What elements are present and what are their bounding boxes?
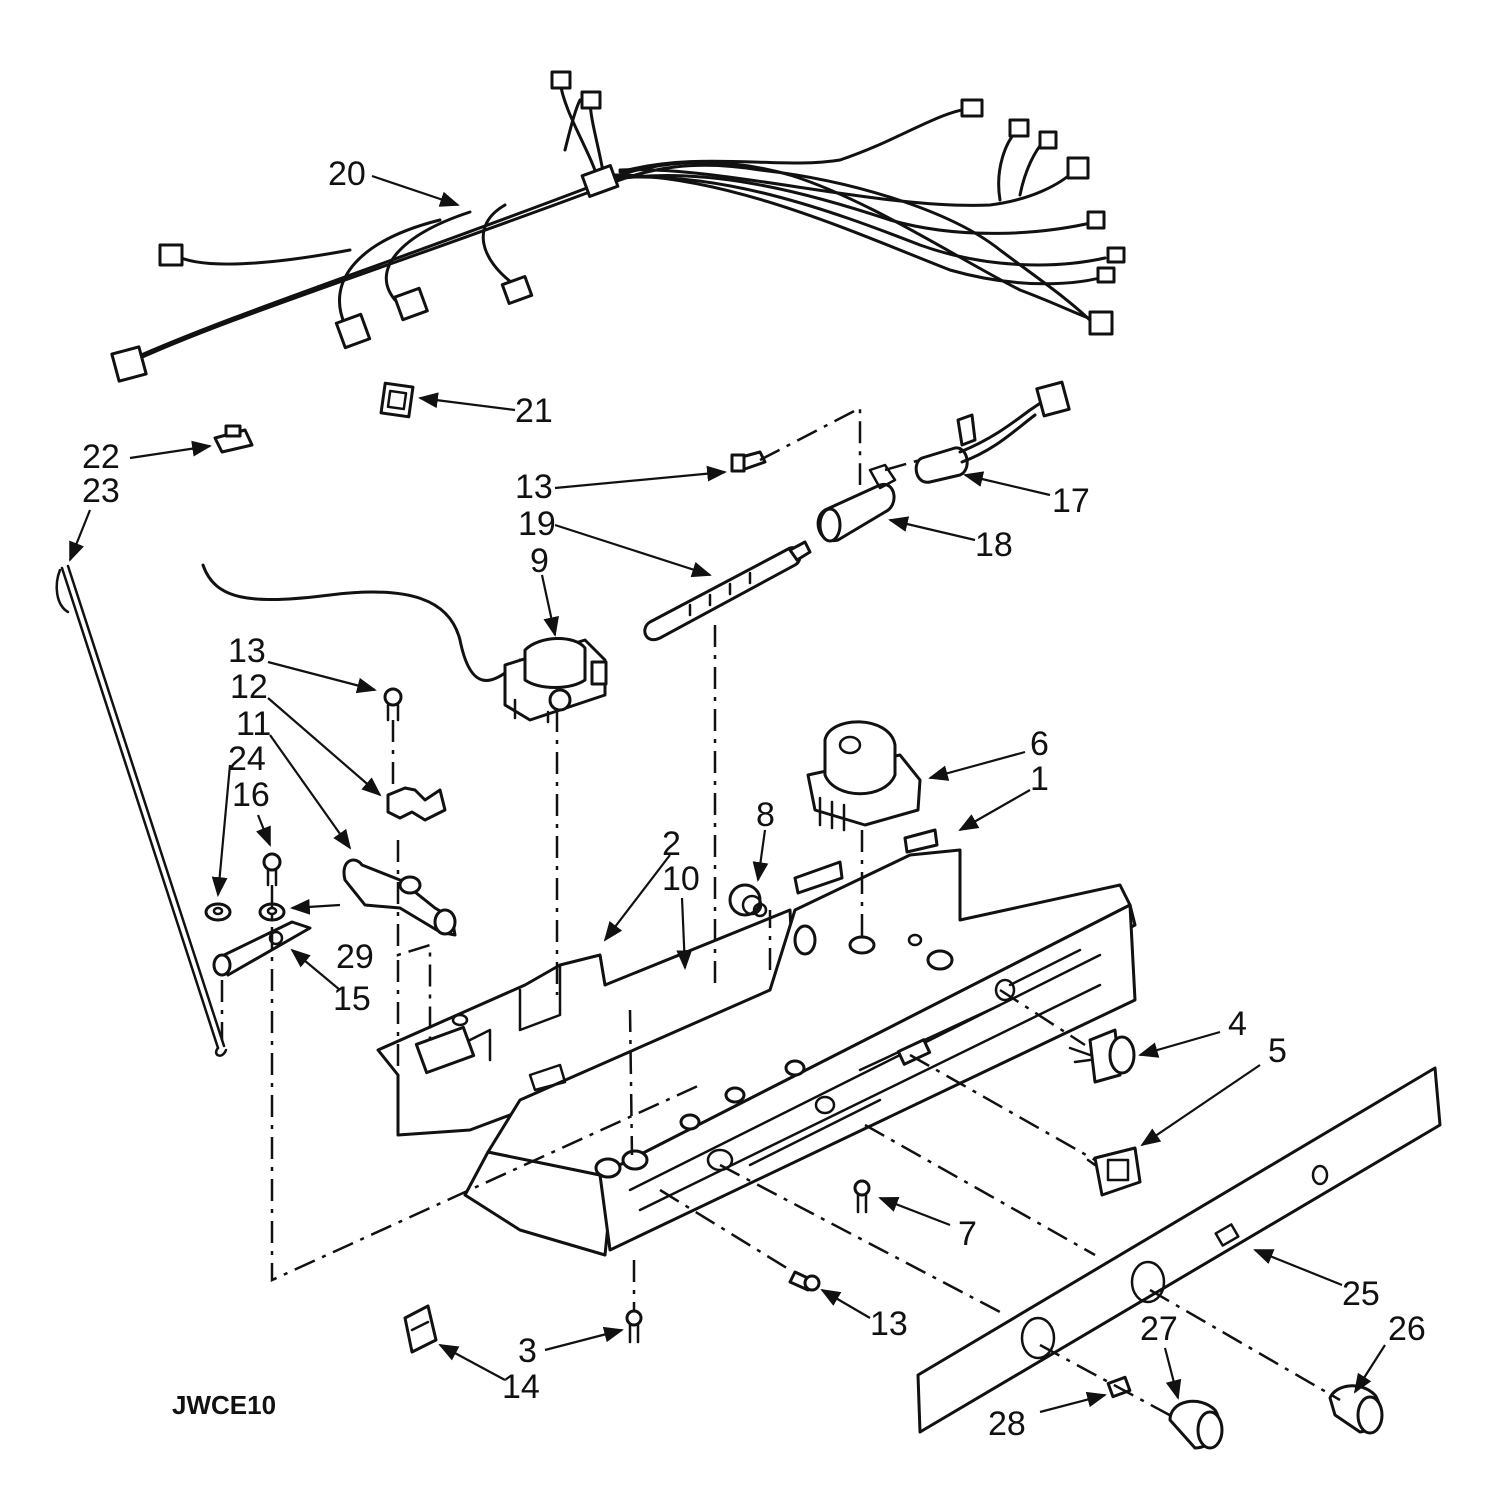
part-11-shaft [342,858,457,937]
callout-16: 16 [232,776,270,814]
callout-9: 9 [530,542,549,580]
part-17-lamp-assembly [914,380,1071,484]
capillary-tube [201,563,522,682]
callout-13-left: 13 [228,632,266,670]
callout-14: 14 [502,1368,540,1406]
part-22-clip [213,424,254,454]
callout-20: 20 [328,155,366,193]
callout-8: 8 [756,796,775,834]
part-16-screw [262,852,282,887]
part-26-knob [1328,1384,1384,1435]
part-24-washer [204,902,232,922]
part-19-light-bar [643,540,812,642]
part-18-socket [816,463,897,543]
callout-2: 2 [662,825,681,863]
callout-13-upper: 13 [515,468,553,506]
callout-21: 21 [515,392,553,430]
callout-4: 4 [1228,1005,1247,1043]
callout-22: 22 [82,438,120,476]
callout-11: 11 [236,705,271,743]
callout-18: 18 [975,526,1013,564]
assembly-lines [220,405,1341,1420]
callout-13-lower: 13 [870,1305,908,1343]
callout-25: 25 [1342,1275,1380,1313]
part-25-control-panel [916,1066,1442,1434]
callout-5: 5 [1268,1032,1287,1070]
part-23-rod [55,564,228,1057]
callout-12: 12 [230,668,268,706]
dash-17-18 [884,458,921,472]
callout-10: 10 [662,860,700,898]
part-3-screw [625,1309,643,1344]
callout-3: 3 [518,1332,537,1370]
callout-6: 6 [1030,725,1049,763]
callout-27: 27 [1140,1310,1178,1348]
part-6-timer [806,720,922,832]
callout-19: 19 [518,505,556,543]
callout-1: 1 [1030,760,1049,798]
callout-23: 23 [82,472,120,510]
part-8-grommet [728,883,768,918]
callout-17: 17 [1052,482,1090,520]
part-27-knob [1168,1399,1224,1450]
part-14-clip [403,1304,438,1354]
part-13-screw-lower [788,1270,821,1292]
part-5-switch [1086,1146,1142,1197]
part-13-screw-left [383,687,403,722]
callout-29: 29 [336,938,374,976]
part-9-thermostat [503,637,608,724]
part-4-switch [1068,1028,1136,1084]
callout-7: 7 [958,1215,977,1253]
part-7-screw [853,1179,871,1214]
part-12-bracket [386,786,447,822]
callout-28: 28 [988,1405,1026,1443]
part-13-screw-upper [730,450,767,473]
callout-labels: 1 2 3 4 5 6 7 8 9 10 11 12 13 13 13 14 1… [82,155,1426,1443]
part-21-bracket [379,381,415,419]
callout-26: 26 [1388,1310,1426,1348]
part-15-lever [212,920,312,977]
diagram-code: JWCE10 [172,1390,276,1420]
wiring-harness [110,70,1126,383]
callout-24: 24 [228,740,266,778]
callout-15: 15 [333,980,371,1018]
leader-lines [68,174,1386,1414]
